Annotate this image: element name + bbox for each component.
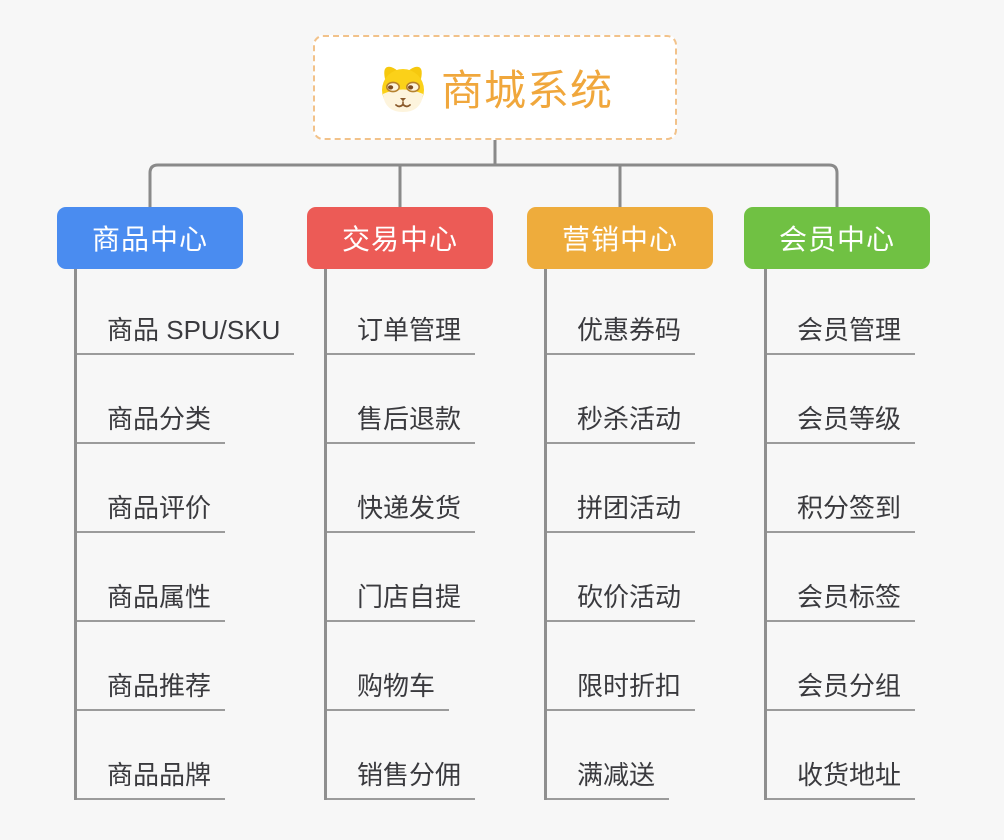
shiba-dog-icon bbox=[381, 66, 424, 112]
branch-children-marketing-center: 优惠券码 秒杀活动 拼团活动 砍价活动 限时折扣 满减送 bbox=[544, 269, 696, 800]
branch-children-member-center: 会员管理 会员等级 积分签到 会员标签 会员分组 收货地址 bbox=[764, 269, 916, 800]
branch-node-trade-center[interactable]: 交易中心 bbox=[307, 207, 493, 269]
leaf-node[interactable]: 销售分佣 bbox=[327, 711, 476, 800]
branch-node-product-center[interactable]: 商品中心 bbox=[57, 207, 243, 269]
leaf-node[interactable]: 收货地址 bbox=[767, 711, 916, 800]
leaf-node[interactable]: 会员标签 bbox=[767, 533, 916, 622]
leaf-node[interactable]: 限时折扣 bbox=[547, 622, 696, 711]
leaf-node[interactable]: 商品分类 bbox=[77, 355, 226, 444]
leaf-node[interactable]: 满减送 bbox=[547, 711, 670, 800]
branch-rail-line bbox=[148, 163, 839, 208]
leaf-node[interactable]: 快递发货 bbox=[327, 444, 476, 533]
leaf-node[interactable]: 会员管理 bbox=[767, 269, 916, 355]
leaf-node[interactable]: 商品 SPU/SKU bbox=[77, 269, 295, 355]
branch-label: 商品中心 bbox=[91, 224, 208, 255]
leaf-node[interactable]: 门店自提 bbox=[327, 533, 476, 622]
leaf-node[interactable]: 拼团活动 bbox=[547, 444, 696, 533]
leaf-node[interactable]: 秒杀活动 bbox=[547, 355, 696, 444]
leaf-node[interactable]: 商品推荐 bbox=[77, 622, 226, 711]
leaf-node[interactable]: 会员分组 bbox=[767, 622, 916, 711]
branch-node-marketing-center[interactable]: 营销中心 bbox=[527, 207, 713, 269]
root-node-title: 商城系统 bbox=[440, 67, 613, 114]
leaf-node[interactable]: 购物车 bbox=[327, 622, 450, 711]
leaf-node[interactable]: 商品评价 bbox=[77, 444, 226, 533]
leaf-node[interactable]: 积分签到 bbox=[767, 444, 916, 533]
leaf-node[interactable]: 订单管理 bbox=[327, 269, 476, 355]
root-node-mall-system[interactable]: 商城系统 bbox=[313, 35, 677, 140]
leaf-node[interactable]: 砍价活动 bbox=[547, 533, 696, 622]
branch-label: 会员中心 bbox=[778, 224, 895, 255]
leaf-node[interactable]: 商品属性 bbox=[77, 533, 226, 622]
leaf-node[interactable]: 会员等级 bbox=[767, 355, 916, 444]
branch-children-product-center: 商品 SPU/SKU 商品分类 商品评价 商品属性 商品推荐 商品品牌 bbox=[74, 269, 295, 800]
branch-label: 交易中心 bbox=[341, 224, 458, 255]
leaf-node[interactable]: 商品品牌 bbox=[77, 711, 226, 800]
branch-label: 营销中心 bbox=[561, 224, 678, 255]
branch-children-trade-center: 订单管理 售后退款 快递发货 门店自提 购物车 销售分佣 bbox=[324, 269, 476, 800]
branch-node-member-center[interactable]: 会员中心 bbox=[744, 207, 930, 269]
leaf-node[interactable]: 优惠券码 bbox=[547, 269, 696, 355]
leaf-node[interactable]: 售后退款 bbox=[327, 355, 476, 444]
